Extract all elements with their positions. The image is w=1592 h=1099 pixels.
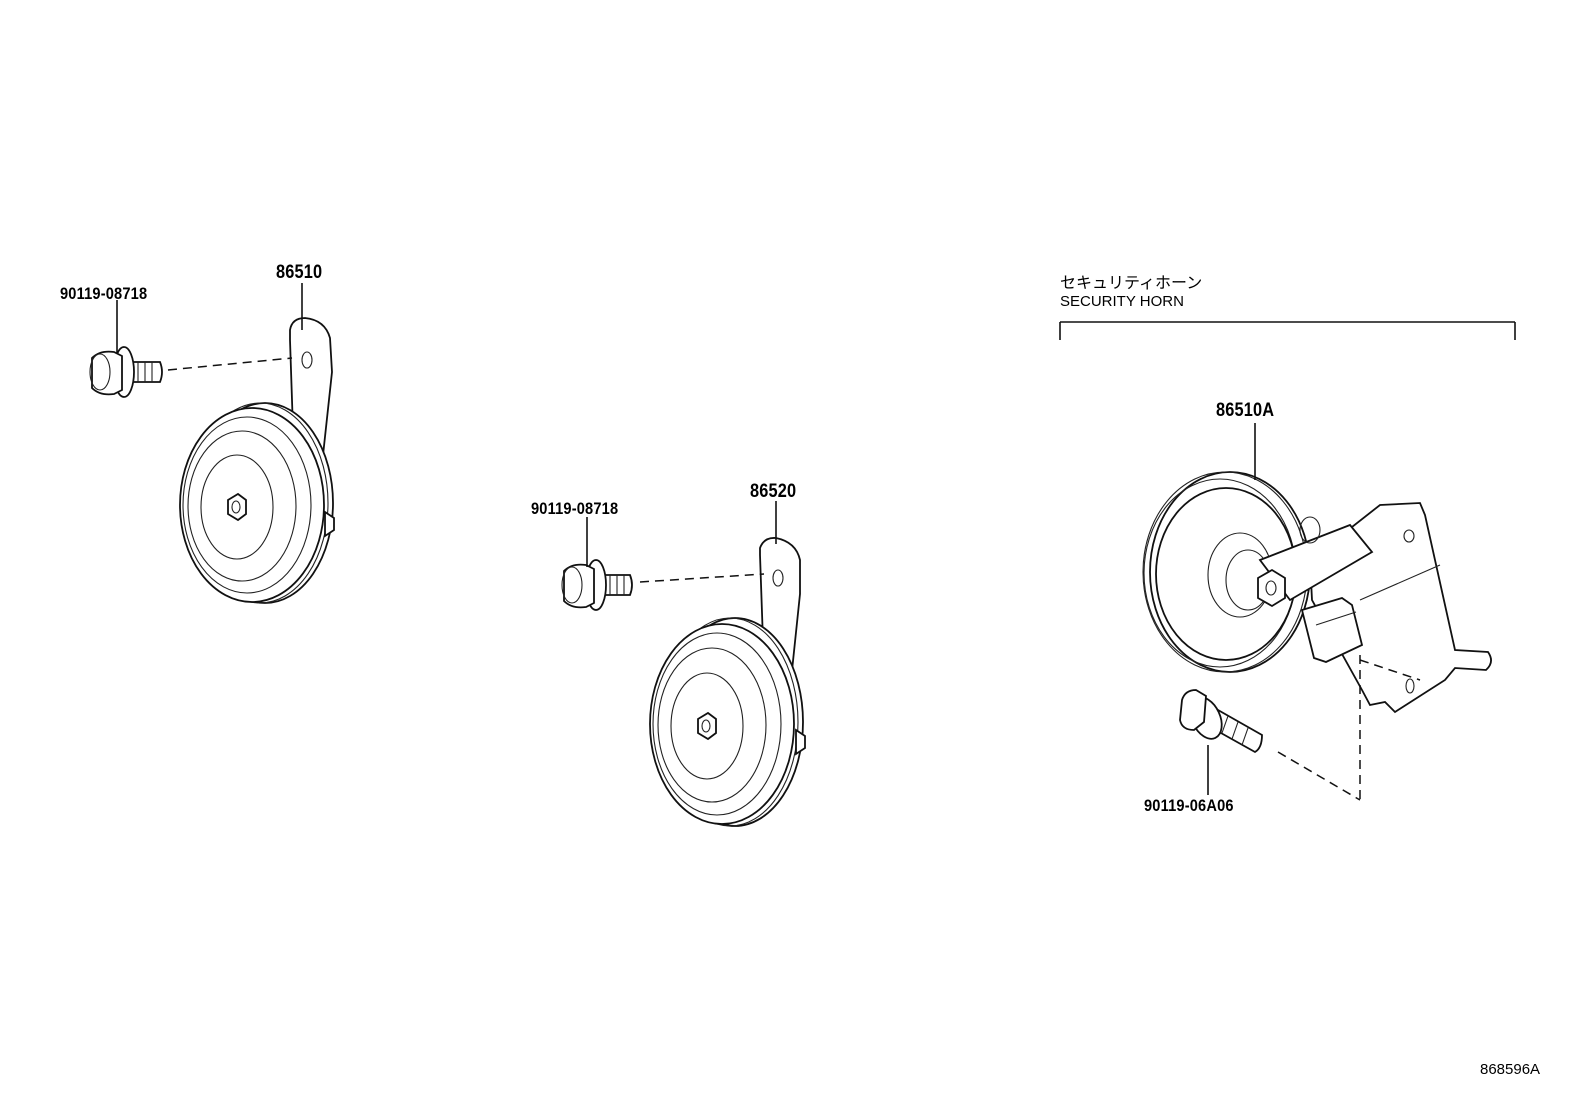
- part-number-90119-08718-left[interactable]: 90119-08718: [60, 284, 148, 303]
- horn-86510A[interactable]: [1142, 471, 1492, 714]
- part-number-90119-08718-middle[interactable]: 90119-08718: [531, 499, 619, 518]
- horn-86510[interactable]: [179, 317, 335, 604]
- horn-86520[interactable]: [649, 537, 806, 827]
- part-number-86510A[interactable]: 86510A: [1216, 400, 1275, 421]
- part-number-86520[interactable]: 86520: [750, 481, 797, 502]
- bolt-90119-06A06[interactable]: [1179, 689, 1263, 754]
- group-title-jp: セキュリティホーン: [1060, 275, 1203, 292]
- group-title-en: SECURITY HORN: [1060, 293, 1184, 310]
- part-number-86510[interactable]: 86510: [276, 262, 323, 283]
- diagram-reference-number: 868596A: [1480, 1061, 1541, 1078]
- bolt-90119-08718-left[interactable]: [89, 346, 163, 398]
- bolt-90119-08718-middle[interactable]: [561, 559, 633, 611]
- part-number-90119-06A06[interactable]: 90119-06A06: [1144, 796, 1234, 815]
